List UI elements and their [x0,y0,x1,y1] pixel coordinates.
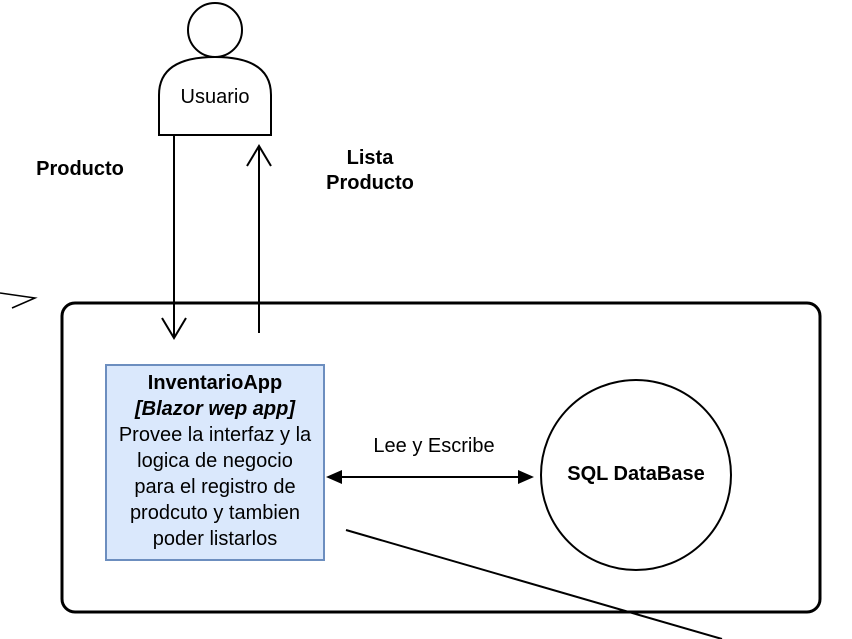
response-arrowhead [246,144,272,167]
app-box [105,364,325,561]
database-circle [540,379,732,571]
stray-diagonal-line [345,529,723,639]
actor-body [158,55,272,136]
actor-label: Usuario [180,86,250,108]
response-flow-label-line2: Producto [326,172,414,194]
app-description-line-4: prodcuto y tambien [129,502,301,524]
request-flow-label: Producto [36,158,124,180]
request-arrowhead [161,317,187,340]
app-description-line-3: para el registro de [134,476,296,498]
response-flow-label: Lista Producto [300,146,440,196]
app-description-line-5: poder listarlos [152,528,278,550]
app-description-line-2: logica de negocio [137,450,293,472]
connection-label: Lee y Escribe [373,435,495,457]
stray-arrowhead [0,292,38,309]
response-flow-label-line1: Lista [346,147,394,169]
connector-arrowhead-left [326,470,342,484]
app-title: InventarioApp [147,372,283,394]
app-box-text: InventarioApp [Blazor wep app] Provee la… [106,370,324,552]
database-label: SQL DataBase [567,463,705,485]
system-boundary [60,301,822,614]
connector-arrowhead-right [518,470,534,484]
actor-head [187,2,243,58]
app-technology: [Blazor wep app] [134,398,295,420]
app-description-line-1: Provee la interfaz y la [118,424,312,446]
